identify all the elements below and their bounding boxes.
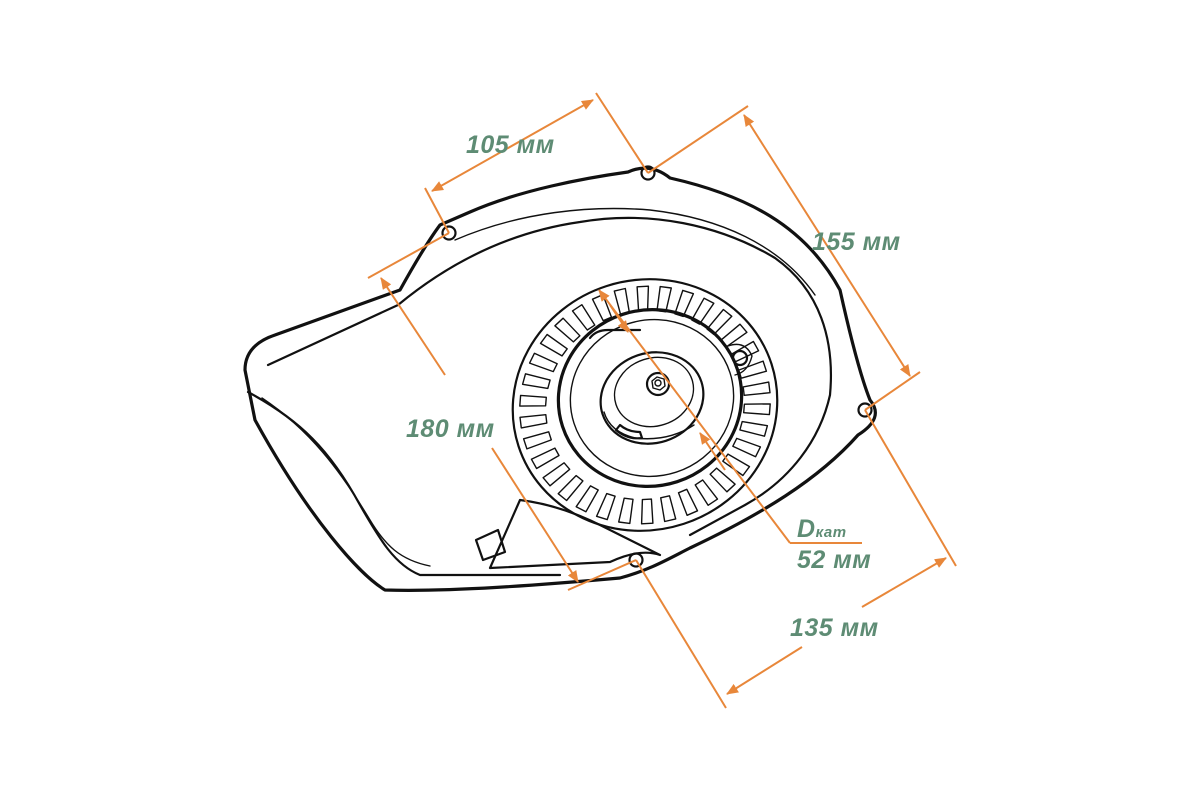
grille-slot [640,498,654,525]
dim-line-180-upper [380,277,446,376]
center-bolt-hole [654,379,662,387]
grille-slot [571,304,596,331]
pulley-diameter-arrow-upper [609,304,629,333]
label-180mm: 180 мм [406,415,495,443]
ext-line-155-bottom [864,371,921,411]
pulley-center-boss [645,371,671,397]
pulley-outer-ring [556,308,744,488]
grille-slot [677,488,699,516]
grille-slot [575,485,599,513]
grille-slot [694,479,719,506]
grille-slot [519,414,548,429]
grille-outer-ring [511,278,779,532]
rope-guide-bracket [488,498,662,570]
diameter-subscript: кат [816,524,847,541]
label-pulley-diameter-symbol: Dкат [797,515,847,543]
ext-line-135-right [864,409,957,567]
grille-slot [613,287,630,315]
ratchet-pawl [614,423,644,440]
grille-slot [591,294,613,322]
housing-side-face-inner [261,397,431,567]
label-105mm: 105 мм [466,131,555,159]
dim-line-pulley-diameter [598,289,791,544]
mounting-hole-left [441,225,457,241]
pulley-drum [599,351,705,445]
dim-line-135-right [861,557,947,608]
grille-slot [722,453,751,477]
housing-inner-line-2 [454,207,816,296]
center-hex-nut [651,376,666,391]
grille-slot [732,437,762,458]
mounting-hole-bottom [628,552,644,568]
ext-line-155-top [647,105,749,174]
dimension-lines [367,92,957,709]
grille-slot [530,447,560,470]
label-135mm: 135 мм [790,614,879,642]
ext-line-180-bottom [567,559,637,591]
starter-pulley [556,308,753,488]
label-155mm: 155 мм [812,228,901,256]
grille-slot [660,495,677,523]
dim-line-105 [431,99,594,192]
mounting-hole-right [857,402,873,418]
grille-slot [557,474,584,502]
dim-line-135-left [726,646,803,695]
dim-line-180-lower [491,447,579,583]
grille-slot [521,373,551,390]
dim-line-155 [743,114,911,377]
ext-line-180-top [367,232,450,279]
grille-slot [542,462,571,487]
spring-clip [588,328,642,340]
ext-line-135-left [635,559,727,709]
grille-slot [519,394,547,407]
grille-slot [539,333,568,357]
grille-slot [636,285,650,312]
grille-slot [618,497,634,525]
label-52mm: 52 мм [797,546,871,574]
grille-slot [522,431,552,450]
grille-slot [656,285,672,313]
grille-slot [554,317,581,343]
grille-slot [739,420,769,437]
air-intake-grille [511,278,779,532]
ext-line-105-left [424,187,450,234]
grille-slot [595,492,616,521]
pulley-drum-inner [613,356,695,428]
grille-slot [742,381,771,396]
ext-line-105-right [595,92,649,174]
dimension-labels: 105 мм 155 мм 180 мм 135 мм Dкат 52 мм [406,131,901,642]
grille-slot [743,403,771,416]
mounting-hole-top [640,165,656,181]
rope-guide-tab [474,528,507,562]
pulley-diameter-arrow-lower [699,432,726,471]
diameter-symbol: D [797,515,816,543]
grille-slot [709,467,736,493]
grille-slot [528,352,558,373]
